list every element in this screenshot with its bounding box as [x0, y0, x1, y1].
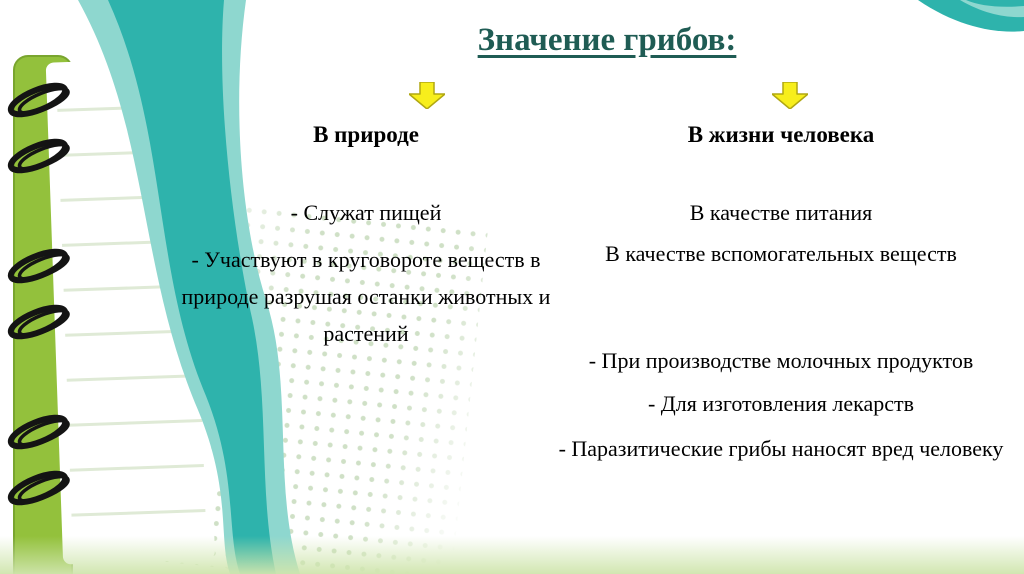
list-item: В качестве вспомогательных веществ: [605, 241, 957, 266]
list-item: - Служат пищей: [290, 200, 442, 225]
list-item: - Для изготовления лекарств: [647, 391, 915, 416]
list-item: - При производстве молочных продуктов: [588, 348, 974, 373]
spiral-ring: [7, 248, 70, 284]
list-item: В качестве питания: [689, 200, 873, 225]
corner-swoosh-highlight: [960, 0, 1024, 18]
spiral-ring: [7, 138, 70, 174]
spiral-ring: [7, 304, 70, 340]
column-nature: В природе - Служат пищей - Участвуют в к…: [170, 120, 562, 352]
down-arrow-icon: [772, 82, 808, 109]
spiral-ring: [7, 414, 70, 450]
column-human-life: В жизни человека В качестве питания В ка…: [548, 120, 1014, 467]
column-header: В жизни человека: [687, 122, 875, 147]
notebook-cover: [13, 55, 73, 574]
list-item: - Паразитические грибы наносят вред чело…: [558, 436, 1004, 461]
column-header: В природе: [313, 122, 419, 147]
list-item: - Участвуют в круговороте веществ в прир…: [181, 247, 551, 346]
down-arrow-icon: [409, 82, 445, 109]
slide-title: Значение грибов:: [477, 22, 737, 58]
spiral-ring: [7, 82, 70, 118]
spiral-ring: [7, 470, 70, 506]
